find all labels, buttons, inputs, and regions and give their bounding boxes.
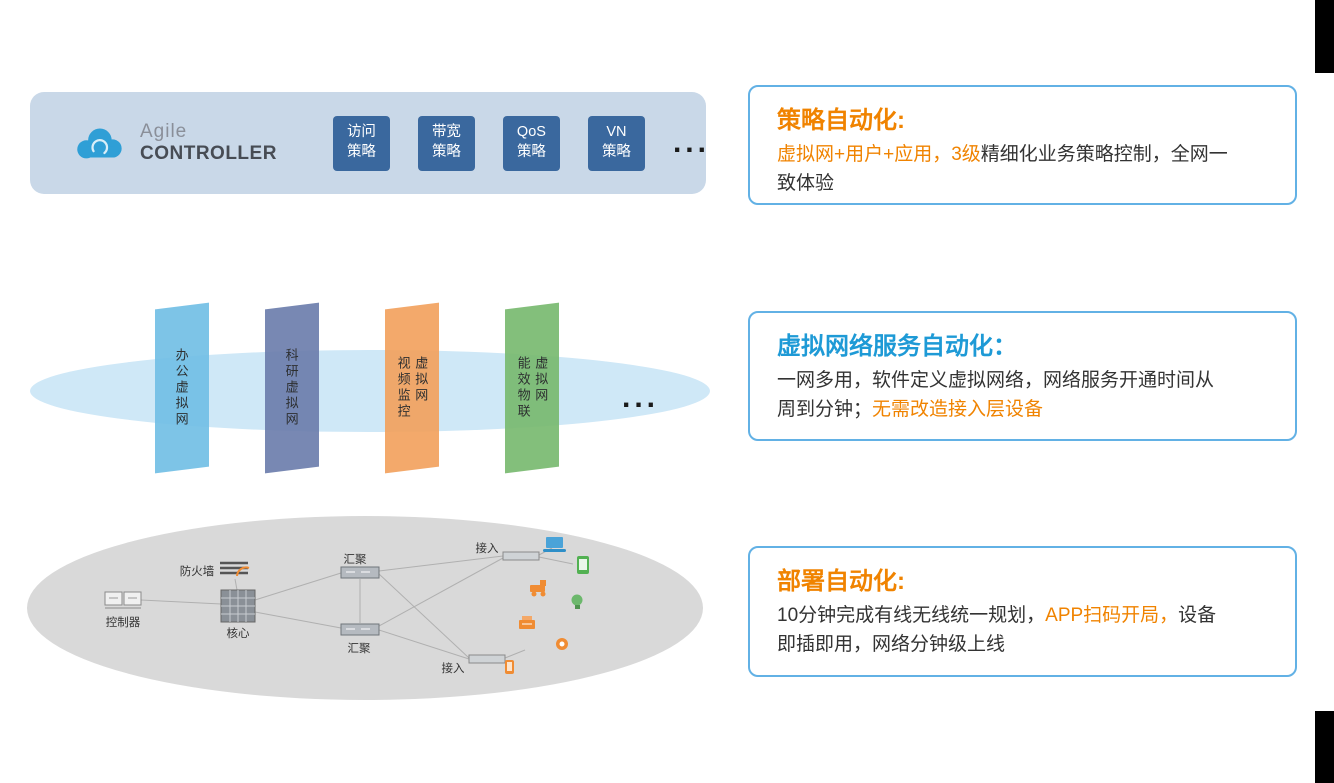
callout-text: 10分钟完成有线无线统一规划， — [777, 605, 1046, 626]
access-switch-top-icon — [502, 551, 540, 561]
virtual-network-layer: 办公虚拟网 科研虚拟网 视频监控 虚拟网 能效物联 虚拟网 ... — [30, 300, 720, 485]
callout-title: 策略自动化: — [777, 107, 905, 134]
brand-agile: Agile — [140, 121, 188, 142]
aggregation-switch-top-icon — [340, 566, 380, 579]
vn-panel-video-surveillance: 视频监控 虚拟网 — [385, 302, 439, 474]
laptop-icon — [543, 537, 566, 552]
label-access-top: 接入 — [476, 542, 499, 555]
vn-panel-energy-iot: 能效物联 虚拟网 — [505, 302, 559, 474]
tablet-icon — [577, 556, 589, 574]
callout-deployment-automation: 部署自动化: 10分钟完成有线无线统一规划，APP扫码开局，设备即插即用，网络分… — [748, 546, 1297, 677]
bottom-right-black-bar — [1315, 711, 1334, 783]
callout-title: 部署自动化: — [777, 568, 905, 595]
policy-chip-label: VN — [606, 124, 627, 141]
label-aggregation-bottom: 汇聚 — [348, 642, 371, 655]
firewall-icon — [220, 561, 250, 577]
policy-chip-label: 策略 — [516, 144, 546, 160]
infrastructure-ellipse — [27, 516, 703, 700]
callout-text: 精细化业务策略控制，全网一致体验 — [777, 144, 1228, 195]
network-topology: 控制器 防火墙 核心 汇聚 — [27, 516, 703, 700]
callout-body: 10分钟完成有线无线统一规划，APP扫码开局，设备即插即用，网络分钟级上线 — [777, 601, 1229, 660]
callout-virtual-network-automation: 虚拟网络服务自动化： 一网多用，软件定义虚拟网络，网络服务开通时间从周到分钟；无… — [748, 311, 1297, 441]
label-access-bottom: 接入 — [442, 662, 465, 675]
printer-icon — [519, 616, 535, 629]
topology-links — [140, 547, 574, 660]
agile-controller-logo: Agile CONTROLLER — [70, 121, 277, 165]
vn-panel-label: 视频监控 — [396, 356, 411, 420]
brand-controller: CONTROLLER — [140, 143, 277, 164]
policy-chip-bandwidth: 带宽 策略 — [417, 115, 475, 171]
virtual-network-ellipse — [30, 350, 710, 432]
callout-text: 一网多用，软件定义虚拟网络，网络服务开通时间从周到分钟； — [777, 370, 1215, 421]
policy-chip-row: 访问 策略 带宽 策略 QoS 策略 VN 策略 ... — [332, 115, 710, 171]
vn-panel-label: 虚拟网 — [533, 356, 549, 404]
label-core: 核心 — [227, 626, 250, 640]
vn-ellipsis: ... — [622, 381, 660, 414]
camera-icon — [556, 638, 568, 650]
vehicle-icon — [530, 580, 546, 597]
policy-chip-label: 策略 — [346, 144, 376, 160]
vn-panel-office: 办公虚拟网 — [155, 302, 209, 474]
policy-chip-access: 访问 策略 — [332, 115, 390, 171]
vn-panel-label: 能效物联 — [516, 356, 531, 420]
top-right-black-bar — [1315, 0, 1334, 73]
callout-title: 虚拟网络服务自动化： — [777, 333, 1017, 360]
vn-panel-label: 虚拟网 — [413, 356, 429, 404]
vn-panel-label: 办公虚拟网 — [173, 348, 189, 428]
policy-chip-qos: QoS 策略 — [502, 115, 560, 171]
aggregation-switch-bottom-icon — [340, 623, 380, 636]
cloud-icon — [77, 128, 122, 159]
policy-chip-label: 带宽 — [431, 124, 461, 141]
policy-chip-label: 策略 — [431, 144, 461, 160]
callout-text-highlight: 虚拟网+用户+应用，3级 — [777, 144, 981, 165]
callout-text-highlight: 无需改造接入层设备 — [872, 399, 1044, 421]
policy-chip-vn: VN 策略 — [587, 115, 645, 171]
callout-body: 虚拟网+用户+应用，3级精细化业务策略控制，全网一致体验 — [777, 140, 1229, 199]
phone-icon — [505, 660, 514, 674]
callout-text: 设备即插即用，网络分钟级上线 — [777, 605, 1217, 656]
label-firewall: 防火墙 — [180, 564, 215, 578]
controller-icon — [104, 591, 142, 609]
logo-text: Agile CONTROLLER — [140, 121, 277, 165]
policy-chip-label: 访问 — [346, 124, 376, 141]
bulb-icon — [571, 594, 583, 609]
access-switch-bottom-icon — [468, 654, 506, 664]
vn-panel-label: 科研虚拟网 — [283, 348, 299, 428]
core-switch-icon — [220, 589, 256, 623]
policy-chip-label: QoS — [516, 124, 546, 141]
vn-panel-research: 科研虚拟网 — [265, 302, 319, 474]
callout-text-highlight: APP扫码开局， — [1045, 605, 1179, 626]
policies-ellipsis: ... — [672, 126, 710, 159]
label-controller: 控制器 — [106, 615, 141, 629]
label-aggregation-top: 汇聚 — [344, 553, 367, 566]
callout-policy-automation: 策略自动化: 虚拟网+用户+应用，3级精细化业务策略控制，全网一致体验 — [748, 85, 1297, 205]
policy-chip-label: 策略 — [601, 144, 631, 160]
callout-body: 一网多用，软件定义虚拟网络，网络服务开通时间从周到分钟；无需改造接入层设备 — [777, 366, 1229, 425]
agile-controller-bar: Agile CONTROLLER 访问 策略 带宽 策略 QoS 策略 VN 策… — [30, 92, 706, 194]
